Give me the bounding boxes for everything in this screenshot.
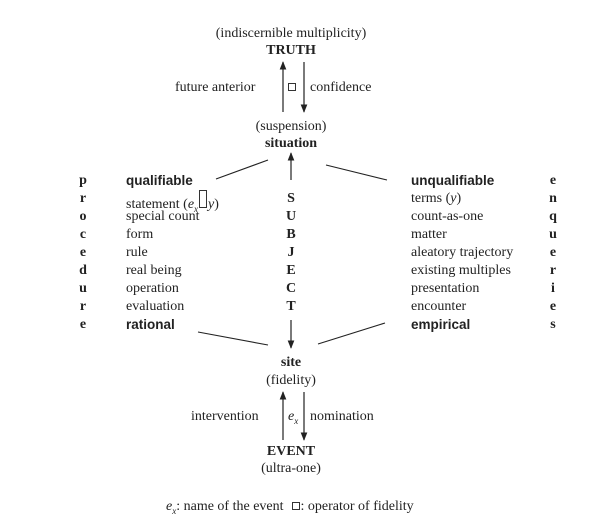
- terms-item: terms (y): [411, 190, 513, 208]
- subject-letter: B: [286, 227, 296, 242]
- subject-letter: E: [286, 263, 296, 278]
- enquiries-letter: q: [549, 209, 557, 224]
- terms-close: ): [456, 191, 462, 206]
- procedure-letter: o: [79, 209, 87, 224]
- list-item: count-as-one: [411, 209, 484, 224]
- list-item: rule: [126, 245, 148, 260]
- confidence-label: confidence: [310, 80, 372, 95]
- subject-letter: U: [285, 209, 297, 224]
- procedure-letter: e: [79, 245, 87, 260]
- caption-ex-sub: x: [172, 505, 177, 516]
- procedure-letter: e: [79, 317, 87, 332]
- future-anterior-label: future anterior: [175, 80, 256, 95]
- enquiries-letter: e: [549, 245, 557, 260]
- procedure-letter: c: [79, 227, 87, 242]
- procedure-letter: d: [79, 263, 87, 278]
- fidelity-label: (fidelity): [266, 373, 316, 388]
- ex-letter: e: [288, 409, 295, 424]
- enquiries-letter: u: [549, 227, 557, 242]
- enquiries-letter: i: [551, 281, 555, 296]
- subject-letter: T: [286, 299, 296, 314]
- ex-label: ex: [288, 409, 298, 429]
- unqualifiable-heading: unqualifiable: [411, 173, 495, 188]
- fidelity-operator-icon: [287, 80, 297, 96]
- event-label: EVENT: [266, 444, 316, 459]
- list-item: existing multiples: [411, 263, 511, 278]
- unqualifiable-list: unqualifiable terms (y) count-as-one mat…: [411, 172, 513, 334]
- caption-ex: e: [166, 499, 173, 514]
- terms-text: terms (: [411, 191, 451, 206]
- ex-sub: x: [294, 415, 299, 426]
- list-item: encounter: [411, 299, 467, 314]
- enquiries-letter: n: [549, 191, 557, 206]
- procedure-letter: p: [79, 173, 87, 188]
- line-site-right: [317, 322, 386, 345]
- list-item: matter: [411, 227, 447, 242]
- enquiries-column: e n q u e r i e s: [547, 172, 559, 334]
- statement-ex-sub: x: [194, 203, 199, 214]
- list-item: real being: [126, 263, 182, 278]
- procedure-letter: u: [79, 281, 87, 296]
- enquiries-letter: e: [549, 299, 557, 314]
- list-item: operation: [126, 281, 179, 296]
- statement-ex: e: [187, 197, 195, 212]
- empirical-footer: empirical: [411, 317, 471, 332]
- fidelity-operator-icon: [291, 502, 300, 510]
- subject-letter: J: [287, 245, 295, 260]
- suspension-label: (suspension): [255, 119, 327, 134]
- qualifiable-heading: qualifiable: [126, 173, 193, 188]
- rational-footer: rational: [126, 317, 175, 332]
- indiscernible-label: (indiscernible multiplicity): [215, 26, 367, 41]
- line-situation-right: [325, 164, 388, 181]
- procedure-column: p r o c e d u r e: [77, 172, 89, 334]
- situation-label: situation: [264, 136, 318, 151]
- nomination-label: nomination: [310, 409, 374, 424]
- statement-y: y: [208, 197, 215, 212]
- subject-letter: S: [287, 191, 295, 206]
- caption: ex: name of the event : operator of fide…: [166, 499, 414, 519]
- ultra-one-label: (ultra-one): [261, 461, 321, 476]
- procedure-letter: r: [79, 299, 87, 314]
- line-site-left: [197, 331, 269, 346]
- caption-name-of-event: : name of the event: [176, 499, 284, 514]
- list-item: form: [126, 227, 154, 242]
- enquiries-letter: e: [549, 173, 557, 188]
- enquiries-letter: r: [549, 263, 557, 278]
- terms-y: y: [450, 191, 457, 206]
- statement-close: ): [214, 197, 219, 212]
- line-situation-left: [215, 159, 269, 180]
- list-item: presentation: [411, 281, 480, 296]
- list-item: evaluation: [126, 299, 185, 314]
- list-item: special count: [126, 209, 200, 224]
- statement-text: statement (: [126, 197, 188, 212]
- site-label: site: [280, 355, 302, 370]
- truth-label: TRUTH: [266, 43, 316, 58]
- intervention-label: intervention: [191, 409, 259, 424]
- subject-letter: C: [285, 281, 297, 296]
- subject-column: S U B J E C T: [284, 190, 298, 316]
- caption-operator-of-fidelity: : operator of fidelity: [300, 499, 414, 514]
- procedure-letter: r: [79, 191, 87, 206]
- list-item: aleatory trajectory: [411, 245, 514, 260]
- enquiries-letter: s: [550, 317, 556, 332]
- fidelity-operator-icon: [199, 190, 208, 208]
